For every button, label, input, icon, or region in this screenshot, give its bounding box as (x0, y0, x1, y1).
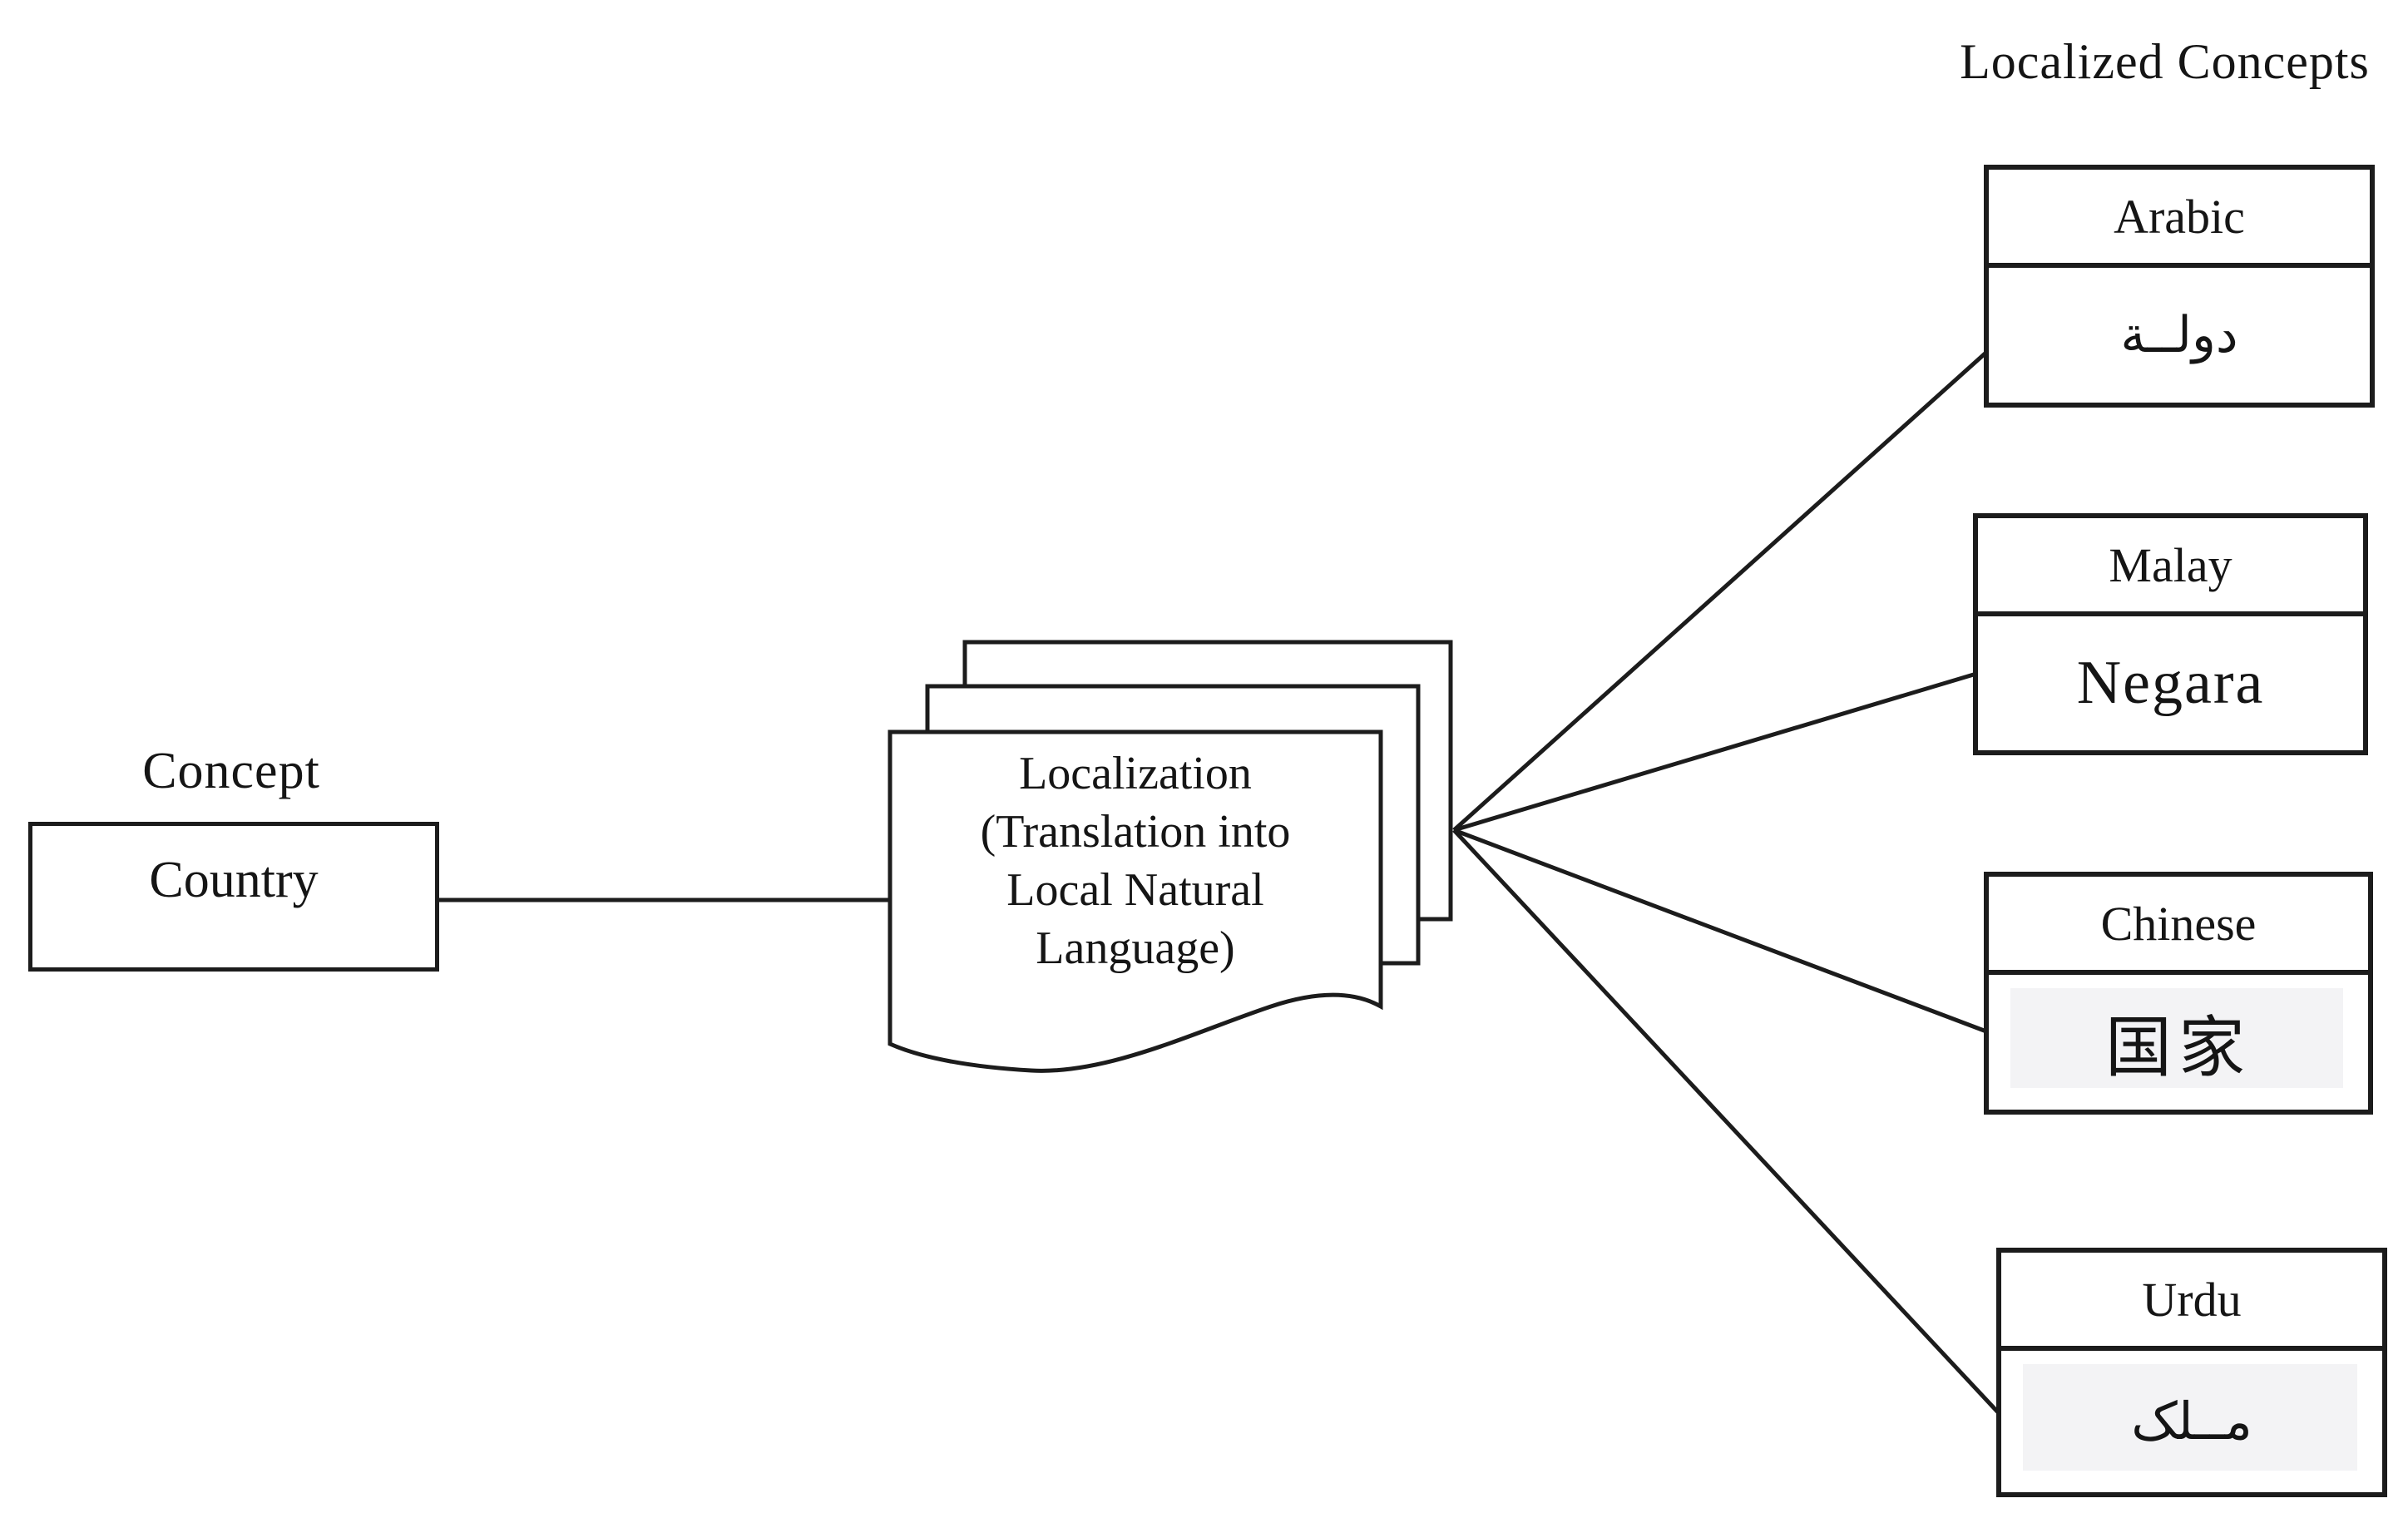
translated-term-malay: Negara (2076, 649, 2265, 717)
localized-box-malay: Malay Negara (1973, 513, 2368, 755)
localization-label-line-4: Language) (1036, 922, 1235, 974)
language-name-chinese: Chinese (1989, 877, 2368, 975)
localization-process-label: Localization (Translation into Local Nat… (890, 744, 1381, 977)
translation-cell-chinese: 国家 (1989, 975, 2368, 1110)
language-name-arabic: Arabic (1989, 170, 2370, 268)
translated-term-urdu: مــلک (2131, 1394, 2252, 1451)
concept-section-label: Concept (142, 743, 320, 799)
translated-term-chinese: 国家 (2105, 1012, 2252, 1085)
fan-line-malay (1453, 671, 1977, 833)
document-front-page (888, 729, 1383, 1073)
localized-box-chinese: Chinese 国家 (1984, 872, 2373, 1115)
localization-label-line-2: (Translation into (980, 806, 1291, 858)
fan-line-arabic (1452, 348, 1991, 832)
localized-box-arabic: Arabic دولــة (1984, 165, 2375, 408)
concept-box: Country (28, 822, 439, 972)
fan-line-chinese (1453, 828, 1987, 1034)
language-name-urdu: Urdu (2001, 1253, 2382, 1351)
translated-term-arabic: دولــة (2120, 308, 2238, 363)
localized-concepts-title: Localized Concepts (1960, 34, 2370, 89)
localization-label-line-1: Localization (1019, 748, 1252, 799)
fan-line-urdu (1452, 828, 2001, 1416)
translation-cell-arabic: دولــة (1989, 268, 2370, 403)
localized-box-urdu: Urdu مــلک (1996, 1248, 2387, 1497)
localization-label-line-3: Local Natural (1006, 864, 1264, 916)
concept-term: Country (149, 852, 319, 908)
language-name-malay: Malay (1978, 518, 2363, 616)
translation-cell-urdu: مــلک (2001, 1351, 2382, 1492)
translation-cell-malay: Negara (1978, 616, 2363, 750)
